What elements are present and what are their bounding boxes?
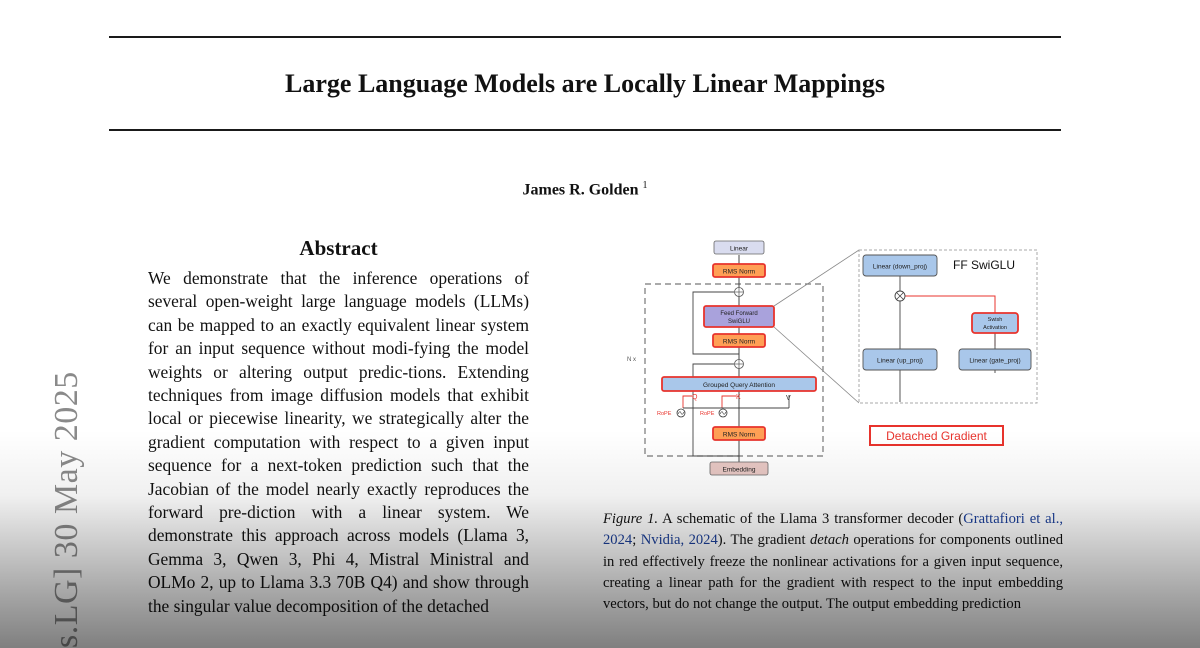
- feed-forward-box: [703, 305, 775, 328]
- rms-norm-mid-label: RMS Norm: [723, 339, 755, 346]
- rms-norm-top-label: RMS Norm: [723, 269, 755, 276]
- caption-part-1: A schematic of the Llama 3 transformer d…: [658, 511, 964, 527]
- title-rule-bottom: [109, 129, 1061, 131]
- swiglu-title: FF SwiGLU: [953, 258, 1015, 272]
- figure-1-caption: Figure 1. A schematic of the Llama 3 tra…: [603, 509, 1063, 615]
- linear-label: Linear: [730, 246, 749, 253]
- rope-op-1-wave: [677, 411, 685, 415]
- down-proj-box: [862, 254, 938, 277]
- abstract-heading: Abstract: [299, 236, 378, 260]
- caption-math-detach: detach: [809, 532, 849, 549]
- arxiv-stamp: s.LG] 30 May 2025: [48, 371, 85, 648]
- embedding-label: Embedding: [723, 467, 756, 474]
- rope-op-2-wave: [719, 411, 727, 415]
- feed-forward-label-1: Feed Forward: [720, 311, 757, 317]
- gqa-box: [661, 376, 817, 392]
- paper-title: Large Language Models are Locally Linear…: [285, 69, 885, 98]
- gqa-label: Grouped Query Attention: [703, 382, 775, 389]
- caption-label: Figure 1.: [603, 511, 659, 527]
- down-proj-label: Linear (down_proj): [873, 264, 927, 271]
- abstract-text: We demonstrate that the inference operat…: [148, 268, 529, 616]
- zoom-line-top: [773, 249, 860, 307]
- v-label: V: [786, 395, 791, 402]
- author-affiliation-mark: 1: [642, 180, 648, 191]
- author-name: James R. Golden: [522, 181, 639, 199]
- k-branch: [721, 395, 736, 408]
- author-line: James R. Golden 1: [109, 176, 1061, 200]
- citation-nvidia[interactable]: Nvidia, 2024: [640, 532, 718, 549]
- up-proj-label: Linear (up_proj): [877, 358, 923, 365]
- up-proj-box: [862, 348, 938, 371]
- rope-label-1: RoPE: [657, 411, 672, 417]
- gate-proj-label: Linear (gate_proj): [969, 358, 1020, 365]
- linear-box: [713, 240, 765, 255]
- k-label: K: [736, 394, 741, 401]
- figure-svg: N x Linear RMS Norm Feed Forward SwiGLU …: [627, 240, 1038, 476]
- figure-1-diagram: N x Linear RMS Norm Feed Forward SwiGLU …: [603, 236, 1043, 482]
- title-rule-top: [109, 36, 1061, 38]
- q-branch: [682, 395, 692, 408]
- n-times-label: N x: [627, 357, 636, 363]
- decoder-layer-dashed-box: [644, 283, 824, 457]
- caption-part-2: ). The gradient: [717, 532, 810, 549]
- zoom-line-bottom: [773, 326, 860, 404]
- gate-proj-box: [958, 348, 1032, 371]
- legend-detached-gradient-label: Detached Gradient: [886, 429, 987, 443]
- rms-norm-mid-box: [712, 333, 766, 348]
- caption-separator: ;: [632, 532, 641, 549]
- rms-norm-top-box: [712, 263, 766, 278]
- swish-box: [971, 312, 1019, 334]
- swish-label-1: Swish: [988, 317, 1003, 323]
- rope-label-2: RoPE: [700, 411, 715, 417]
- swish-label-2: Activation: [983, 325, 1007, 331]
- multiply-op-b: [896, 292, 904, 300]
- residual-ff: [692, 291, 739, 355]
- rms-norm-bottom-label: RMS Norm: [723, 432, 755, 439]
- feed-forward-label-2: SwiGLU: [728, 319, 750, 325]
- q-label: Q: [692, 394, 698, 401]
